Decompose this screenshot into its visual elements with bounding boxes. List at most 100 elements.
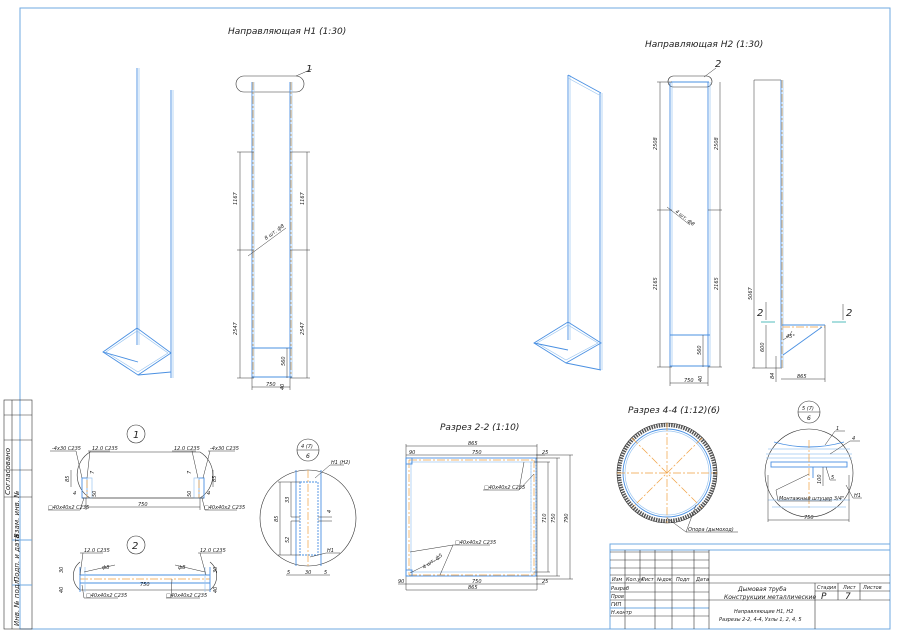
node1-left-tube: □40x40x2 C235 <box>48 505 89 511</box>
stamp-sheet-line2: Разрезы 2-2, 4-4, Узлы 1, 2, 4, 5 <box>719 617 802 623</box>
h2-dim-upper-right: 2508 <box>714 137 720 150</box>
node1-dim-50-r: 50 <box>187 491 193 497</box>
node2-tube-r: □40x40x2 C235 <box>166 593 207 599</box>
h1-dim-base: 560 <box>281 356 287 366</box>
node4-dim-52: 52 <box>285 537 291 543</box>
node5-callout-bottom: 6 <box>807 415 811 422</box>
node-2: 2 ф8 ф8 750 12.0 C235 12.0 C235 30 40 30… <box>59 535 226 599</box>
node4-dim-5-r: 5 <box>324 570 327 576</box>
node2-dim-40-r: 40 <box>213 587 219 593</box>
callout-pos2-ellipse <box>667 75 713 88</box>
s22-tube-lower: □40x40x2 C235 <box>455 540 496 546</box>
h1-dim-small: 40 <box>280 384 286 390</box>
h1-dim-lower-right: 2547 <box>300 321 306 335</box>
h2-dim-width: 750 <box>684 378 694 384</box>
stamp-sheet: 7 <box>845 592 851 602</box>
node1-dim-85-l: 85 <box>65 476 71 482</box>
stamp-role-razrab: Разраб <box>611 586 629 592</box>
h2-side-angle: 45° <box>786 334 795 340</box>
side-stamp: Согласовано Взам. инв. № Подп. и дата Ин… <box>3 399 33 630</box>
node1-right-tube: □40x40x2 C235 <box>204 505 245 511</box>
h2-diag-label: 4 шт. ф8 <box>674 209 696 228</box>
h2-side-height: 5067 <box>748 286 754 300</box>
stamp-col-list: Лист <box>640 577 655 583</box>
node2-right-weld: 12.0 C235 <box>200 548 226 554</box>
stamp-role-nkontr: Н.контр <box>611 610 632 616</box>
stamp-stage-label: Стадия <box>817 585 836 591</box>
node-4: 4 (7) 6 85 33 52 4 Н1 (Н2) Н1 5 30 5 <box>259 438 357 576</box>
stamp-col-ndoc: №док <box>656 577 672 583</box>
title-section44: Разрез 4-4 (1:12)(6) <box>628 406 720 416</box>
stamp-role-gip: ГИП <box>611 602 622 608</box>
stamp-project-line1: Дымовая труба <box>737 586 787 593</box>
callout-pos2: 2 <box>715 59 721 70</box>
node-1: 1 7 50 -4x30 C235 12.0 C235 12.0 C235 -4x… <box>48 424 245 511</box>
stamp-project-line2: Конструкции металлические <box>724 594 816 601</box>
stamp-stage: Р <box>821 592 827 602</box>
h1-front-view: 1 1167 1167 2547 2547 8 шт. ф8 560 750 4… <box>233 64 312 390</box>
section-2-2: Разрез 2-2 (1:10) 865 90 750 25 710 750 … <box>398 423 573 591</box>
node1-dim-7-r: 7 <box>187 470 193 474</box>
stamp-col-koluch: Кол.уч <box>626 577 643 583</box>
title-block: Изм Кол.уч Лист №док Подп Дата Разраб Пр… <box>609 543 891 630</box>
node1-left-weld: 12.0 C235 <box>92 446 118 452</box>
stamp-col-date: Дата <box>695 577 709 583</box>
callout-pos1-ellipse <box>235 75 305 93</box>
node1-right-plate: -4x30 C235 <box>210 446 239 452</box>
title-section22: Разрез 2-2 (1:10) <box>440 423 519 433</box>
h1-dim-lower-left: 2547 <box>233 321 239 335</box>
node5-dim-100: 100 <box>817 474 823 484</box>
s22-dim-710: 710 <box>542 513 548 523</box>
h2-dim-lower-right: 2165 <box>714 277 720 290</box>
node5-label-h1: Н1 <box>854 493 861 499</box>
node-5: 5 (7) 6 100 1 4 5 Монтажный штуцер 3/4" … <box>764 400 862 522</box>
s22-dim-90-bot: 90 <box>398 579 404 585</box>
s22-dim-865-top: 865 <box>468 441 478 447</box>
h2-dim-upper-left: 2508 <box>653 137 659 150</box>
node2-dim-30-r: 30 <box>213 567 219 573</box>
node5-callout-top: 5 (7) <box>802 406 814 412</box>
s22-tube-upper: □40x40x2 C235 <box>484 485 525 491</box>
node2-dim-750: 750 <box>140 582 150 588</box>
s22-dim-25-bot: 25 <box>542 579 548 585</box>
h2-side-84: 84 <box>770 373 776 379</box>
title-h2: Направляющая Н2 (1:30) <box>645 40 763 50</box>
h1-diag-label: 8 шт. ф8 <box>264 223 286 241</box>
node2-ang-r: ф8 <box>178 565 185 571</box>
node2-left-weld: 12.0 C235 <box>84 548 110 554</box>
s22-dim-750-bot: 750 <box>472 579 482 585</box>
h2-side-600: 600 <box>760 342 766 352</box>
h2-cut-right: 2 <box>846 308 852 319</box>
node5-pos5: 5 <box>831 475 834 481</box>
s22-dim-90-top: 90 <box>409 450 415 456</box>
node2-dim-40-l: 40 <box>59 587 65 593</box>
node5-pos1: 1 <box>836 426 839 432</box>
node1-dim-4-l: 4 <box>73 491 76 497</box>
stamp-sheet-line1: Направляющие Н1, Н2 <box>734 609 793 615</box>
node2-dim-30-l: 30 <box>59 567 65 573</box>
node5-dim-750: 750 <box>804 515 814 521</box>
s22-dim-750-top: 750 <box>472 450 482 456</box>
h2-dim-small: 40 <box>698 376 704 382</box>
callout-pos1: 1 <box>306 64 312 75</box>
node2-callout: 2 <box>132 541 138 552</box>
h2-cut-left: 2 <box>757 308 763 319</box>
h2-isometric <box>533 74 603 371</box>
s22-dim-750-v: 750 <box>551 513 557 523</box>
node2-ang-l: ф8 <box>102 565 109 571</box>
node5-label-pipe: Монтажный штуцер 3/4" <box>779 496 844 502</box>
node1-callout: 1 <box>133 430 139 441</box>
node1-dim-4-r: 4 <box>207 491 210 497</box>
s22-dim-865-bot: 865 <box>468 585 478 591</box>
h1-isometric <box>102 68 174 378</box>
node4-callout-top: 4 (7) <box>301 444 313 450</box>
h2-front-view: 2 2508 2508 2165 2165 4 шт. ф8 560 750 4… <box>653 59 722 386</box>
node4-label-top: Н1 (Н2) <box>331 460 350 466</box>
node1-left-plate: -4x30 C235 <box>52 446 81 452</box>
side-inv-orig: Инв. № подл. <box>13 578 21 626</box>
node5-pos4: 4 <box>852 436 855 442</box>
node4-dim-33: 33 <box>285 497 291 503</box>
node1-right-weld: 12.0 C235 <box>174 446 200 452</box>
h2-side-865: 865 <box>797 374 807 380</box>
stamp-sheet-label: Лист <box>842 585 857 591</box>
